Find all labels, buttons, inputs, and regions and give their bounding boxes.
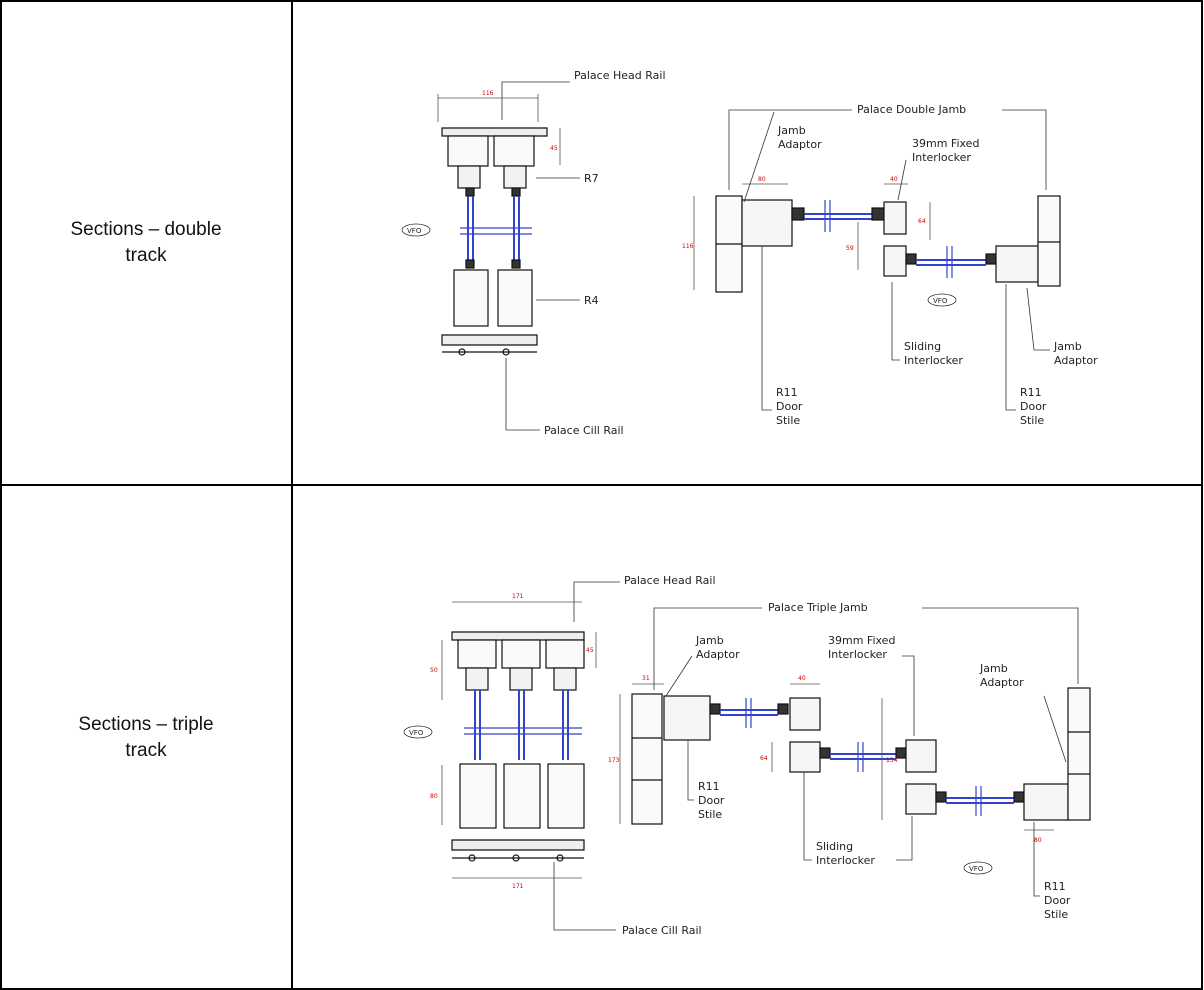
label-vfo-left: VFO	[407, 227, 422, 235]
label-r11-left-1: R11	[776, 386, 798, 399]
dim-80: 80	[758, 176, 766, 183]
label-palace-head-rail: Palace Head Rail	[624, 574, 716, 587]
row-label-line1: Sections – triple	[78, 714, 214, 735]
dim-31: 31	[642, 675, 650, 682]
label-fixed-interlocker-1: 39mm Fixed	[828, 634, 895, 647]
row-label-line2: track	[125, 245, 167, 266]
row-label-double-track: Sections – double track	[0, 217, 292, 269]
dim-59: 59	[846, 245, 854, 252]
label-r11-left-3: Stile	[776, 414, 800, 427]
label-palace-double-jamb: Palace Double Jamb	[857, 103, 966, 116]
dim-173: 173	[608, 757, 620, 764]
dim-171-top: 171	[512, 593, 524, 600]
label-r11-left-3: Stile	[698, 808, 722, 821]
label-r11-left-2: Door	[776, 400, 803, 413]
triple-track-section-drawing: Palace Head Rail Palace Triple Jamb Jamb…	[403, 574, 1091, 937]
label-vfo-right: VFO	[933, 297, 948, 305]
dim-154: 154	[886, 757, 898, 764]
dim-171-bottom: 171	[512, 883, 524, 890]
row-label-line2: track	[125, 740, 167, 761]
label-jamb-adaptor-left-2: Adaptor	[696, 648, 740, 661]
dim-80b: 80	[1034, 837, 1042, 844]
label-r11-right-2: Door	[1044, 894, 1071, 907]
label-r11-left-1: R11	[698, 780, 720, 793]
dim-40: 40	[798, 675, 806, 682]
label-palace-triple-jamb: Palace Triple Jamb	[768, 601, 868, 614]
label-sliding-interlocker-1: Sliding	[816, 840, 853, 853]
label-jamb-adaptor-right-2: Adaptor	[980, 676, 1024, 689]
row-label-line1: Sections – double	[70, 219, 222, 240]
label-r11-right-3: Stile	[1044, 908, 1068, 921]
label-palace-head-rail: Palace Head Rail	[574, 69, 666, 82]
label-vfo-left: VFO	[409, 729, 424, 737]
dim-116: 116	[482, 90, 494, 97]
label-vfo-right: VFO	[969, 865, 984, 873]
dim-80: 80	[430, 793, 438, 800]
row-label-triple-track: Sections – triple track	[0, 712, 292, 764]
label-r11-right-1: R11	[1044, 880, 1066, 893]
label-fixed-interlocker-2: Interlocker	[828, 648, 887, 661]
label-sliding-interlocker-1: Sliding	[904, 340, 941, 353]
label-palace-cill-rail: Palace Cill Rail	[544, 424, 624, 437]
label-r4: R4	[584, 294, 599, 307]
dim-45: 45	[586, 647, 594, 654]
label-jamb-adaptor-left-1: Jamb	[777, 124, 806, 137]
dim-50: 50	[430, 667, 438, 674]
dim-116v: 116	[682, 243, 694, 250]
label-sliding-interlocker-2: Interlocker	[816, 854, 875, 867]
label-fixed-interlocker-2: Interlocker	[912, 151, 971, 164]
label-jamb-adaptor-right-1: Jamb	[979, 662, 1008, 675]
double-track-section-drawing: Palace Head Rail R7 R4 VFO Palace Cill R…	[401, 69, 1098, 437]
label-jamb-adaptor-left-2: Adaptor	[778, 138, 822, 151]
label-fixed-interlocker-1: 39mm Fixed	[912, 137, 979, 150]
label-r11-right-1: R11	[1020, 386, 1042, 399]
dim-64: 64	[760, 755, 768, 762]
label-sliding-interlocker-2: Interlocker	[904, 354, 963, 367]
dim-64: 64	[918, 218, 926, 225]
dim-40: 40	[890, 176, 898, 183]
dim-45: 45	[550, 145, 558, 152]
label-r11-left-2: Door	[698, 794, 725, 807]
label-r11-right-2: Door	[1020, 400, 1047, 413]
label-palace-cill-rail: Palace Cill Rail	[622, 924, 702, 937]
label-r7: R7	[584, 172, 599, 185]
label-jamb-adaptor-right-1: Jamb	[1053, 340, 1082, 353]
label-r11-right-3: Stile	[1020, 414, 1044, 427]
label-jamb-adaptor-left-1: Jamb	[695, 634, 724, 647]
label-jamb-adaptor-right-2: Adaptor	[1054, 354, 1098, 367]
